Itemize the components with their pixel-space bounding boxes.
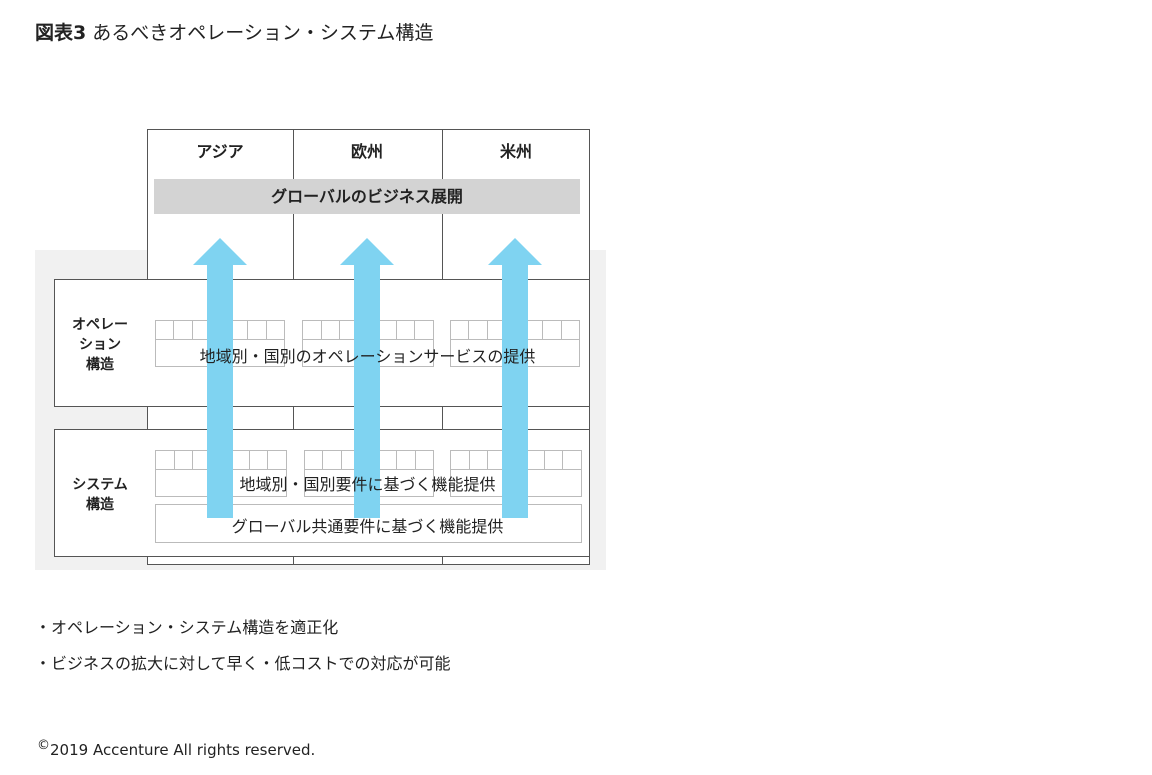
grid-cell bbox=[231, 451, 250, 469]
grid-cell bbox=[525, 321, 544, 339]
grid-cell bbox=[305, 451, 324, 469]
copyright: ©2019 Accenture All rights reserved. bbox=[37, 738, 315, 759]
grid-cell bbox=[303, 321, 322, 339]
grid-cell bbox=[545, 451, 564, 469]
grid-cell bbox=[397, 321, 416, 339]
grid-cell bbox=[248, 321, 267, 339]
grid-cell bbox=[562, 321, 579, 339]
grid-cell bbox=[451, 321, 470, 339]
grid-cell bbox=[323, 451, 342, 469]
operation-service-text: 地域別・国別のオペレーションサービスの提供 bbox=[199, 347, 536, 366]
grid-cell bbox=[563, 451, 581, 469]
figure-caption: あるべきオペレーション・システム構造 bbox=[92, 22, 434, 44]
label-line: システム bbox=[72, 477, 128, 493]
operation-structure-label: オペレー ション 構造 bbox=[54, 315, 146, 375]
region-header-asia: アジア bbox=[196, 142, 244, 161]
grid-cell bbox=[156, 451, 175, 469]
grid-cell bbox=[250, 451, 269, 469]
grid-cell bbox=[174, 321, 193, 339]
label-line: 構造 bbox=[86, 497, 114, 513]
grid-cell bbox=[526, 451, 545, 469]
copyright-symbol: © bbox=[37, 738, 50, 753]
bullet-item: ・オペレーション・システム構造を適正化 bbox=[35, 618, 339, 637]
grid-cell bbox=[378, 321, 397, 339]
grid-cell bbox=[267, 321, 284, 339]
up-arrow-icon bbox=[193, 238, 247, 518]
global-business-bar: グローバルのビジネス展開 bbox=[154, 179, 580, 214]
grid-cell bbox=[470, 451, 489, 469]
figure-title: 図表3 あるべきオペレーション・システム構造 bbox=[35, 18, 433, 45]
grid-cell bbox=[175, 451, 194, 469]
regional-function-text: 地域別・国別要件に基づく機能提供 bbox=[239, 475, 496, 494]
grid-cell bbox=[416, 451, 433, 469]
region-header-europe: 欧州 bbox=[350, 142, 383, 161]
up-arrow-icon bbox=[488, 238, 542, 518]
copyright-text: 2019 Accenture All rights reserved. bbox=[50, 741, 316, 759]
figure-number: 図表3 bbox=[35, 22, 87, 44]
grid-cell bbox=[322, 321, 341, 339]
grid-cell bbox=[451, 451, 470, 469]
global-function-text: グローバル共通要件に基づく機能提供 bbox=[231, 517, 504, 536]
bullet-item: ・ビジネスの拡大に対して早く・低コストでの対応が可能 bbox=[35, 654, 451, 673]
grid-cell bbox=[379, 451, 398, 469]
grid-cell bbox=[156, 321, 175, 339]
region-header-americas: 米州 bbox=[499, 142, 532, 161]
grid-cell bbox=[268, 451, 286, 469]
grid-cell bbox=[543, 321, 562, 339]
up-arrow-icon bbox=[340, 238, 394, 518]
label-line: ション bbox=[79, 337, 121, 353]
grid-cell bbox=[230, 321, 249, 339]
grid-cell bbox=[397, 451, 416, 469]
grid-cell bbox=[469, 321, 488, 339]
grid-cell bbox=[415, 321, 433, 339]
label-line: オペレー bbox=[72, 317, 128, 333]
system-structure-label: システム 構造 bbox=[54, 475, 146, 515]
label-line: 構造 bbox=[86, 357, 114, 373]
